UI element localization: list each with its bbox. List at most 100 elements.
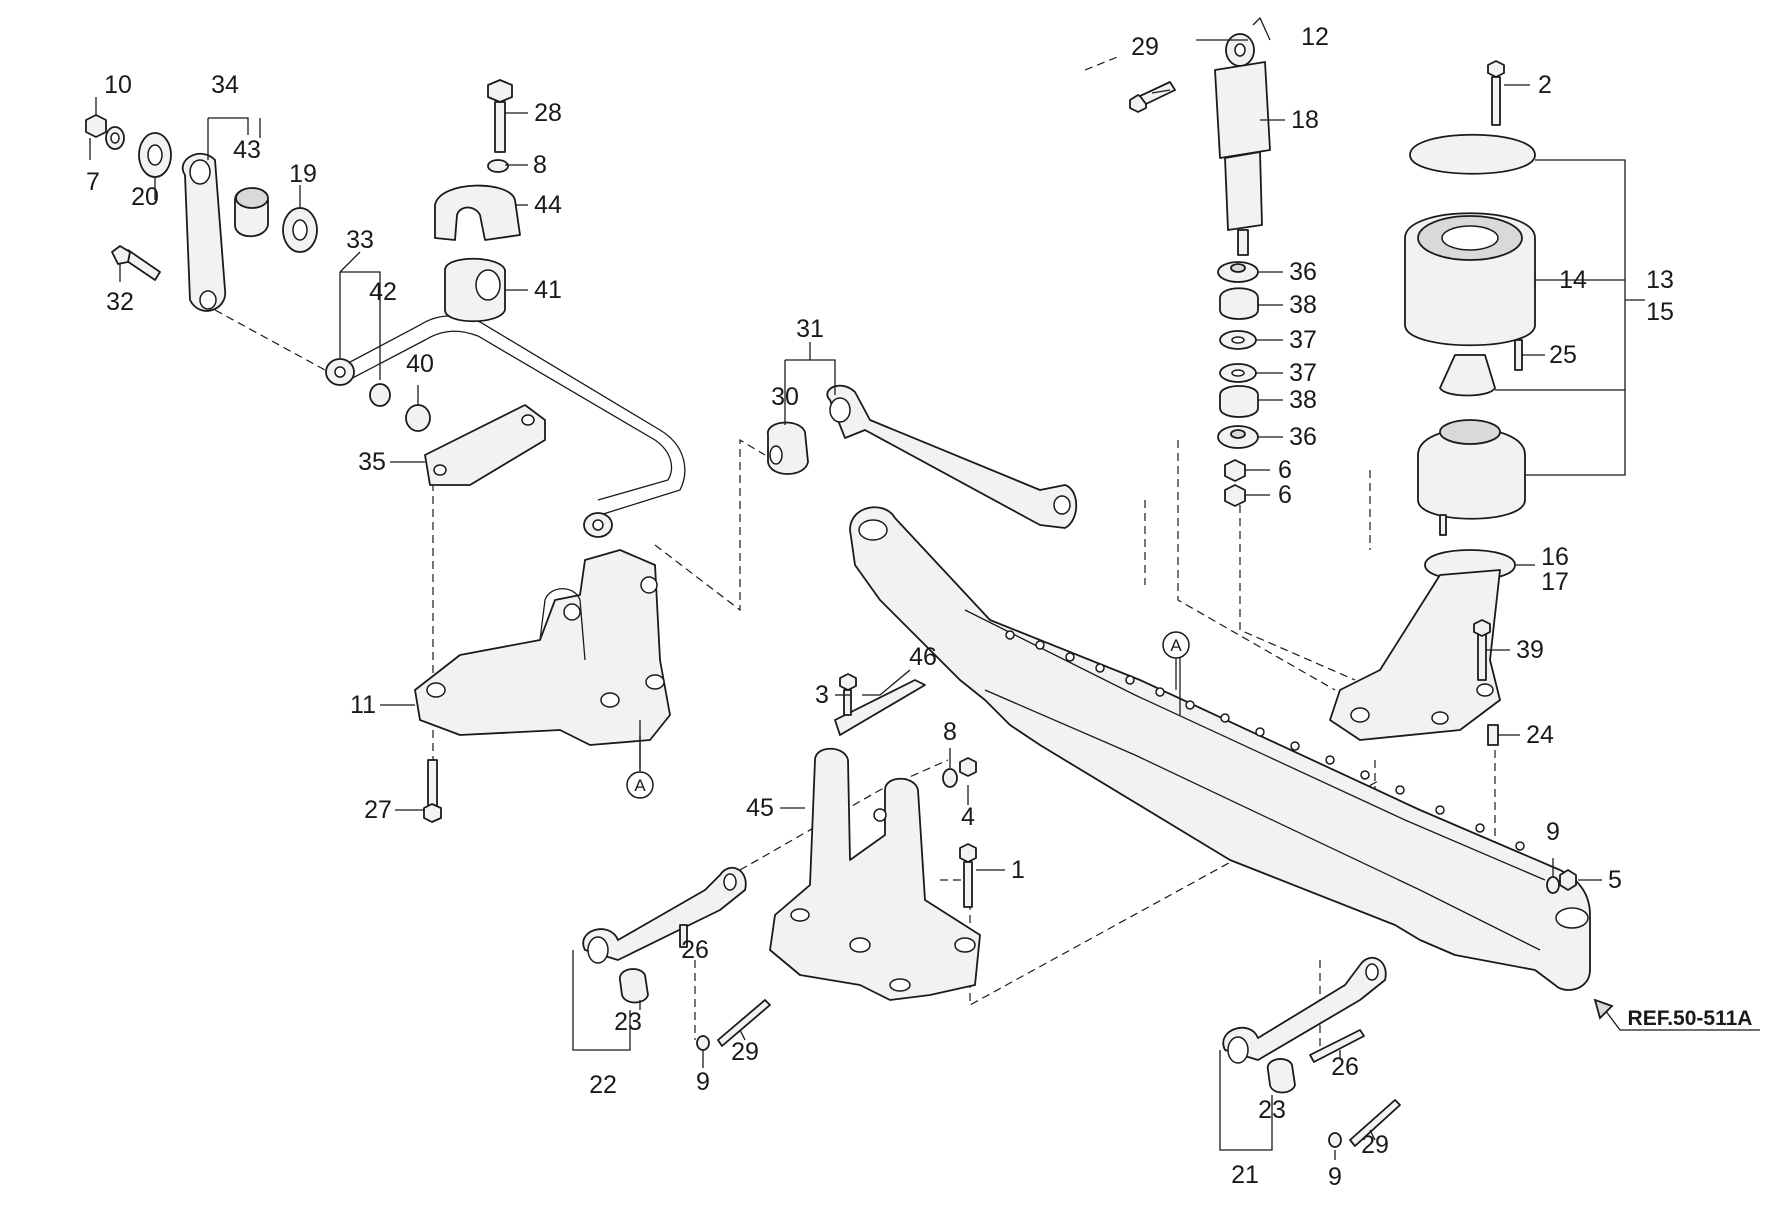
- callout-29-right: 29: [1361, 1131, 1389, 1159]
- callout-26-right: 26: [1331, 1053, 1359, 1081]
- callout-43: 43: [233, 136, 261, 164]
- washer-8-top-shape: [487, 159, 509, 173]
- callout-37-bottom: 37: [1289, 359, 1317, 387]
- lateral-rod-21-shape: [1222, 956, 1387, 1061]
- stabilizer-link-group: [85, 114, 318, 312]
- callout-38-bottom: 38: [1289, 386, 1317, 414]
- datum-circle-left: [626, 771, 654, 799]
- callout-23-left: 23: [614, 1008, 642, 1036]
- bracket-44-shape: [434, 184, 521, 241]
- callout-12: 12: [1301, 23, 1329, 51]
- callout-19: 19: [289, 160, 317, 188]
- callout-28: 28: [534, 99, 562, 127]
- center-bracket-45-shape: [769, 747, 981, 1001]
- nut-5-shape: [1559, 869, 1577, 891]
- bolt-28-shape: [487, 79, 513, 103]
- callout-25: 25: [1549, 341, 1577, 369]
- callout-38-top: 38: [1289, 291, 1317, 319]
- callout-21: 21: [1231, 1161, 1259, 1189]
- reference-label: REF.50-511A: [1628, 1007, 1753, 1030]
- callout-39: 39: [1516, 636, 1544, 664]
- center-bracket-group: [769, 673, 981, 1001]
- callout-1: 1: [1011, 856, 1025, 884]
- callout-22: 22: [589, 1071, 617, 1099]
- callout-31: 31: [796, 315, 824, 343]
- callout-labels: 10 7 34 43 20 19 32 33 42 40 35 28 8 44 …: [86, 23, 1752, 1191]
- callout-46: 46: [909, 643, 937, 671]
- callout-42: 42: [369, 278, 397, 306]
- callout-9-left: 9: [696, 1068, 710, 1096]
- callout-11: 11: [350, 691, 376, 719]
- trailing-arm-group: [767, 384, 1078, 529]
- bolt-3-shape: [839, 673, 857, 691]
- callout-45: 45: [746, 794, 774, 822]
- bracket-12-shape: [1252, 16, 1271, 41]
- callout-15: 15: [1646, 298, 1674, 326]
- callout-29-left: 29: [731, 1038, 759, 1066]
- callout-9-right: 9: [1328, 1163, 1342, 1191]
- callout-41: 41: [534, 276, 562, 304]
- arm-31-shape: [826, 384, 1078, 529]
- callout-34: 34: [211, 71, 239, 99]
- callout-8-top: 8: [533, 151, 547, 179]
- datum-markers: A A: [626, 631, 1190, 799]
- callout-8-mid: 8: [943, 718, 957, 746]
- callout-32: 32: [106, 288, 134, 316]
- callout-35: 35: [358, 448, 386, 476]
- bushing-38-top-shape: [1219, 287, 1259, 320]
- washer-9-upper-shape: [1546, 876, 1560, 894]
- axle-beam-shape: [849, 506, 1591, 991]
- bolt-29-right-shape: [1349, 1099, 1401, 1147]
- axle-beam-group: [849, 506, 1591, 991]
- callout-44: 44: [534, 191, 562, 219]
- bolt-1-shape: [959, 843, 977, 863]
- spring-top-plate-shape: [1409, 133, 1536, 175]
- beam-holes: [1005, 630, 1525, 851]
- air-spring-group: [1329, 60, 1536, 746]
- spring-lower-bracket-shape: [1329, 569, 1501, 741]
- callout-5: 5: [1608, 866, 1622, 894]
- callout-27: 27: [364, 796, 392, 824]
- callout-14: 14: [1559, 266, 1587, 294]
- spring-piston-shape: [1439, 354, 1496, 397]
- bracket-35-shape: [424, 404, 546, 486]
- datum-mark-left: A: [634, 776, 646, 795]
- callout-6-top: 6: [1278, 456, 1292, 484]
- lateral-rod-22-shape: [582, 866, 747, 961]
- callout-40: 40: [406, 350, 434, 378]
- callout-6-bottom: 6: [1278, 481, 1292, 509]
- callout-33: 33: [346, 226, 374, 254]
- callout-24: 24: [1526, 721, 1554, 749]
- callout-2: 2: [1538, 71, 1552, 99]
- bolt-27-shape: [427, 759, 438, 809]
- callout-18: 18: [1291, 106, 1319, 134]
- callout-37-top: 37: [1289, 326, 1317, 354]
- callout-13: 13: [1646, 266, 1674, 294]
- callout-23-right: 23: [1258, 1096, 1286, 1124]
- mount-bracket-11-shape: [414, 549, 671, 746]
- callout-17: 17: [1541, 568, 1569, 596]
- bolt-26-right-shape: [1309, 1029, 1365, 1063]
- callout-29-top: 29: [1131, 33, 1159, 61]
- bushing-38-bottom-shape: [1219, 385, 1259, 418]
- bushing-23-right-shape: [1267, 1058, 1296, 1094]
- callout-10: 10: [104, 71, 132, 99]
- bolt-26-left-shape: [679, 924, 688, 948]
- shock-absorber-group: [1129, 16, 1271, 507]
- bushing-40-shape: [405, 404, 431, 432]
- callout-7: 7: [86, 168, 100, 196]
- callout-36-bottom: 36: [1289, 423, 1317, 451]
- callout-9-upper: 9: [1546, 818, 1560, 846]
- left-mount-bracket-group: [414, 549, 671, 823]
- washer-8-mid-shape: [942, 768, 958, 788]
- callout-26-left: 26: [681, 936, 709, 964]
- nut-6-bottom-shape: [1224, 484, 1246, 507]
- washer-9-left-shape: [696, 1035, 710, 1051]
- callout-36-top: 36: [1289, 258, 1317, 286]
- nut-4-shape: [959, 757, 977, 777]
- callout-4: 4: [961, 803, 975, 831]
- lateral-rod-right-group: [1222, 869, 1577, 1148]
- datum-circle-center: [1162, 631, 1190, 659]
- bolt-2-shape: [1487, 60, 1505, 78]
